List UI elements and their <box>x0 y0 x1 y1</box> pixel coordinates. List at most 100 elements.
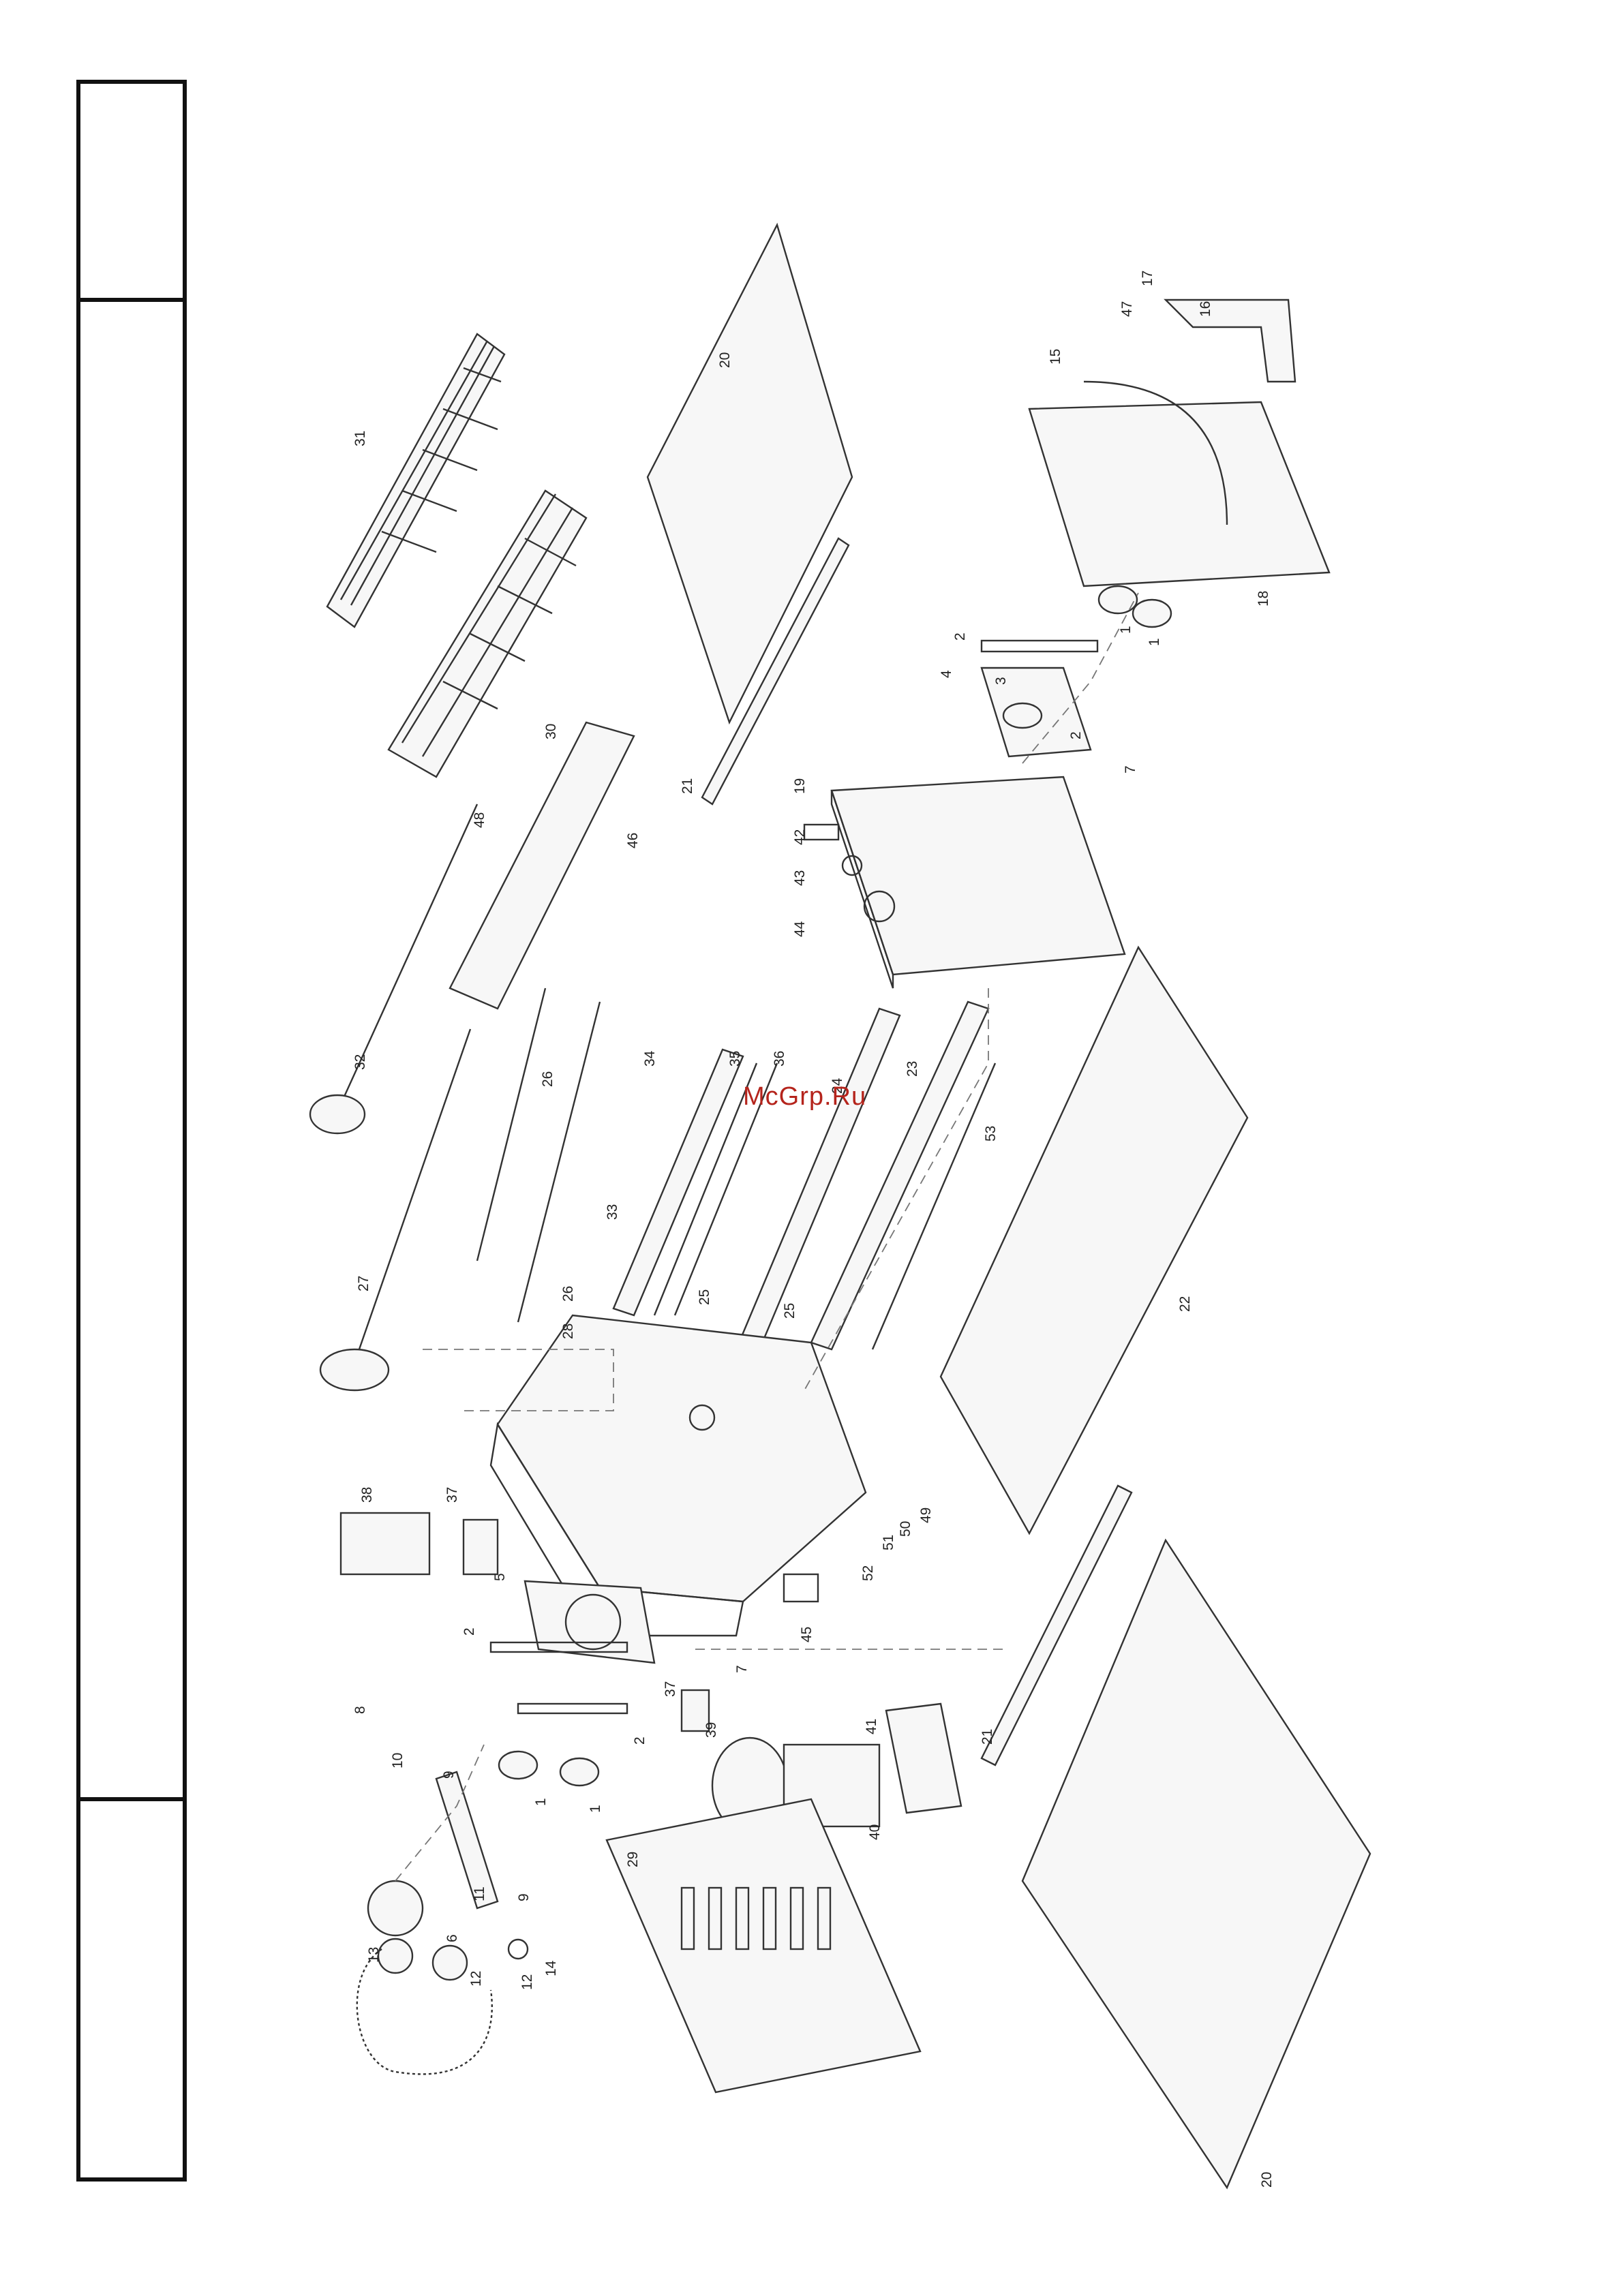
part-23-roller <box>811 1002 988 1349</box>
callout: 7 <box>1123 765 1138 774</box>
part-41-bracket <box>886 1704 961 1813</box>
part-27-shaft <box>354 1029 470 1363</box>
callout: 15 <box>1048 349 1063 365</box>
callout: 26 <box>540 1071 556 1087</box>
callout: 12 <box>519 1974 535 1990</box>
callout: 37 <box>663 1681 678 1697</box>
part-6-sprocket <box>368 1881 423 1935</box>
callout: 18 <box>1256 591 1271 607</box>
part-18-side-plate <box>1029 402 1329 586</box>
part-32-disc <box>310 1095 365 1133</box>
callout: 3 <box>993 677 1009 685</box>
callout: 23 <box>905 1061 920 1077</box>
callout: 45 <box>799 1627 815 1642</box>
callout: 16 <box>1198 301 1213 317</box>
callout: 36 <box>772 1051 787 1067</box>
part-42-fitting <box>804 825 838 840</box>
watermark-text: McGrp.Ru <box>743 1082 866 1112</box>
part-19-right-housing <box>832 777 1125 975</box>
callout: 44 <box>792 921 808 937</box>
callout: 42 <box>792 829 808 845</box>
callout: 4 <box>939 670 954 678</box>
part-1-foot-c <box>1099 586 1137 613</box>
callout: 9 <box>441 1771 457 1779</box>
callout: 50 <box>898 1521 913 1537</box>
callout: 51 <box>881 1535 896 1550</box>
callout: 29 <box>625 1852 641 1867</box>
part-1-foot-b <box>560 1758 598 1786</box>
part-46-trough <box>450 722 634 1009</box>
part-2-bar-left-b <box>518 1704 627 1713</box>
part-37-switch-top <box>464 1520 498 1574</box>
callout: 49 <box>918 1507 934 1523</box>
callout: 1 <box>588 1805 603 1813</box>
callout: 1 <box>1147 638 1162 646</box>
callout: 20 <box>717 352 733 368</box>
callout: 28 <box>560 1323 576 1339</box>
part-20-bottom-panel <box>1022 1540 1370 2188</box>
callout: 37 <box>444 1487 460 1503</box>
callout: 12 <box>468 1971 484 1987</box>
callout: 2 <box>632 1736 648 1745</box>
callout: 5 <box>492 1573 508 1581</box>
callout: 20 <box>1259 2172 1275 2188</box>
part-13-chain <box>357 1949 492 2074</box>
callout: 34 <box>642 1050 658 1067</box>
callout: 35 <box>727 1051 743 1067</box>
callout: 25 <box>782 1303 798 1319</box>
callout: 22 <box>1177 1296 1193 1312</box>
part-1-foot-a <box>499 1751 537 1779</box>
part-24-roller <box>736 1009 900 1356</box>
callout: 14 <box>543 1960 559 1976</box>
callout: 31 <box>352 431 368 446</box>
callout: 1 <box>1118 626 1134 634</box>
callout: 21 <box>980 1729 995 1745</box>
part-12-pulley-a <box>378 1939 412 1973</box>
part-12-pulley-b <box>433 1946 467 1980</box>
callout: 17 <box>1140 271 1155 286</box>
callout: 27 <box>356 1276 371 1291</box>
part-2-bar <box>982 641 1097 652</box>
part-22-bottom-plate <box>941 947 1247 1533</box>
part-1-foot-d <box>1133 600 1171 627</box>
callout: 39 <box>703 1722 719 1738</box>
callout: 25 <box>697 1289 712 1305</box>
part-16-handle <box>1166 300 1295 382</box>
callout: 1 <box>533 1798 549 1806</box>
callout: 41 <box>864 1719 879 1734</box>
callout: 30 <box>543 724 559 739</box>
part-26-rod-b <box>477 988 545 1261</box>
part-34-rail <box>613 1050 743 1315</box>
callout: 9 <box>516 1893 532 1901</box>
callout: 8 <box>352 1706 368 1714</box>
part-27-disc <box>320 1349 389 1390</box>
callout: 43 <box>792 870 808 886</box>
callout: 52 <box>860 1565 876 1581</box>
callout: 2 <box>1068 731 1084 739</box>
callout: 10 <box>390 1753 406 1769</box>
callout: 26 <box>560 1286 576 1302</box>
callout: 2 <box>952 632 968 641</box>
callout: 19 <box>792 778 808 794</box>
callout: 48 <box>472 812 487 828</box>
callout: 13 <box>366 1947 382 1963</box>
callout: 6 <box>444 1934 460 1942</box>
part-20-top-panel <box>648 225 852 722</box>
part-10-arm <box>436 1772 498 1908</box>
callout: 32 <box>352 1054 368 1070</box>
callout: 11 <box>472 1886 487 1901</box>
part-14-bush <box>509 1940 528 1959</box>
part-5-end-plate <box>525 1581 654 1663</box>
callout: 40 <box>867 1824 883 1840</box>
part-31-wire-basket <box>327 334 504 627</box>
part-45-switch <box>784 1574 818 1602</box>
callout: 33 <box>605 1204 620 1220</box>
callout: 7 <box>734 1665 750 1673</box>
part-28-main-body <box>498 1315 866 1602</box>
part-38-control-board <box>341 1513 429 1574</box>
callout: 38 <box>359 1487 375 1503</box>
callout: 21 <box>680 778 695 794</box>
callout: 46 <box>625 833 641 848</box>
callout: 2 <box>461 1627 477 1636</box>
